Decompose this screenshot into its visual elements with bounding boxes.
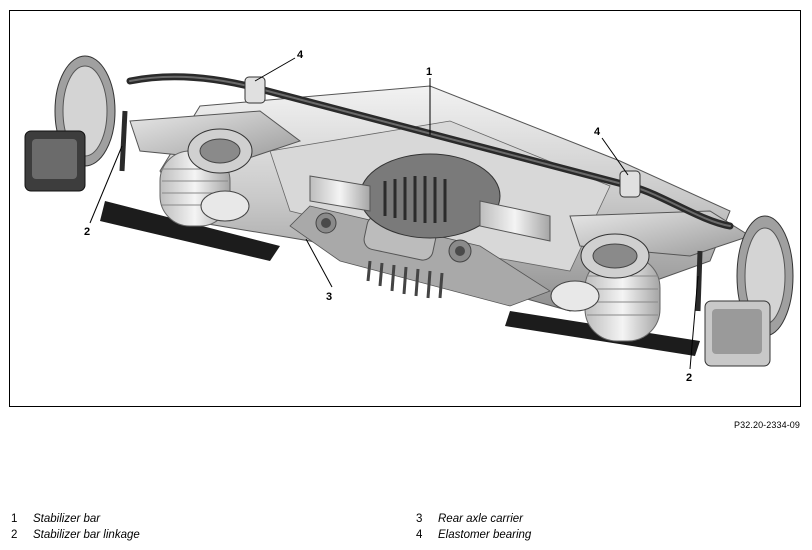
legend-label: Rear axle carrier: [438, 513, 523, 525]
figure-frame: 1 2 3 4 4 2: [9, 10, 801, 407]
elastomer-bearing-left: [244, 76, 266, 104]
callout-leaders: [89, 57, 699, 370]
elastomer-bearing-right: [619, 170, 641, 198]
differential: [309, 153, 551, 299]
right-suspension: [550, 210, 752, 342]
left-wheel-hub: [24, 55, 116, 192]
legend-number: 2: [11, 529, 18, 541]
legend-label: Elastomer bearing: [438, 529, 532, 541]
callout-4-right: 4: [594, 126, 601, 138]
right-wheel-hub: [704, 215, 794, 367]
stabilizer-linkage-left: [119, 110, 128, 172]
stabilizer-linkage-right: [695, 250, 703, 312]
left-suspension: [129, 110, 302, 227]
legend-number: 4: [416, 529, 423, 541]
legend-number: 3: [416, 513, 423, 525]
callout-2-right: 2: [686, 372, 692, 384]
legend-number: 1: [11, 513, 18, 525]
legend-label: Stabilizer bar: [33, 513, 101, 525]
figure-code: P32.20-2334-09: [734, 420, 800, 430]
callout-3: 3: [326, 291, 332, 303]
legend: 1 Stabilizer bar 2 Stabilizer bar linkag…: [0, 512, 812, 544]
legend-label: Stabilizer bar linkage: [33, 529, 140, 541]
callout-4-left: 4: [297, 49, 304, 61]
rear-axle-illustration: 1 2 3 4 4 2: [24, 49, 794, 384]
callout-2-left: 2: [84, 226, 90, 238]
callout-1: 1: [426, 66, 432, 78]
stabilizer-bar: [119, 73, 734, 312]
